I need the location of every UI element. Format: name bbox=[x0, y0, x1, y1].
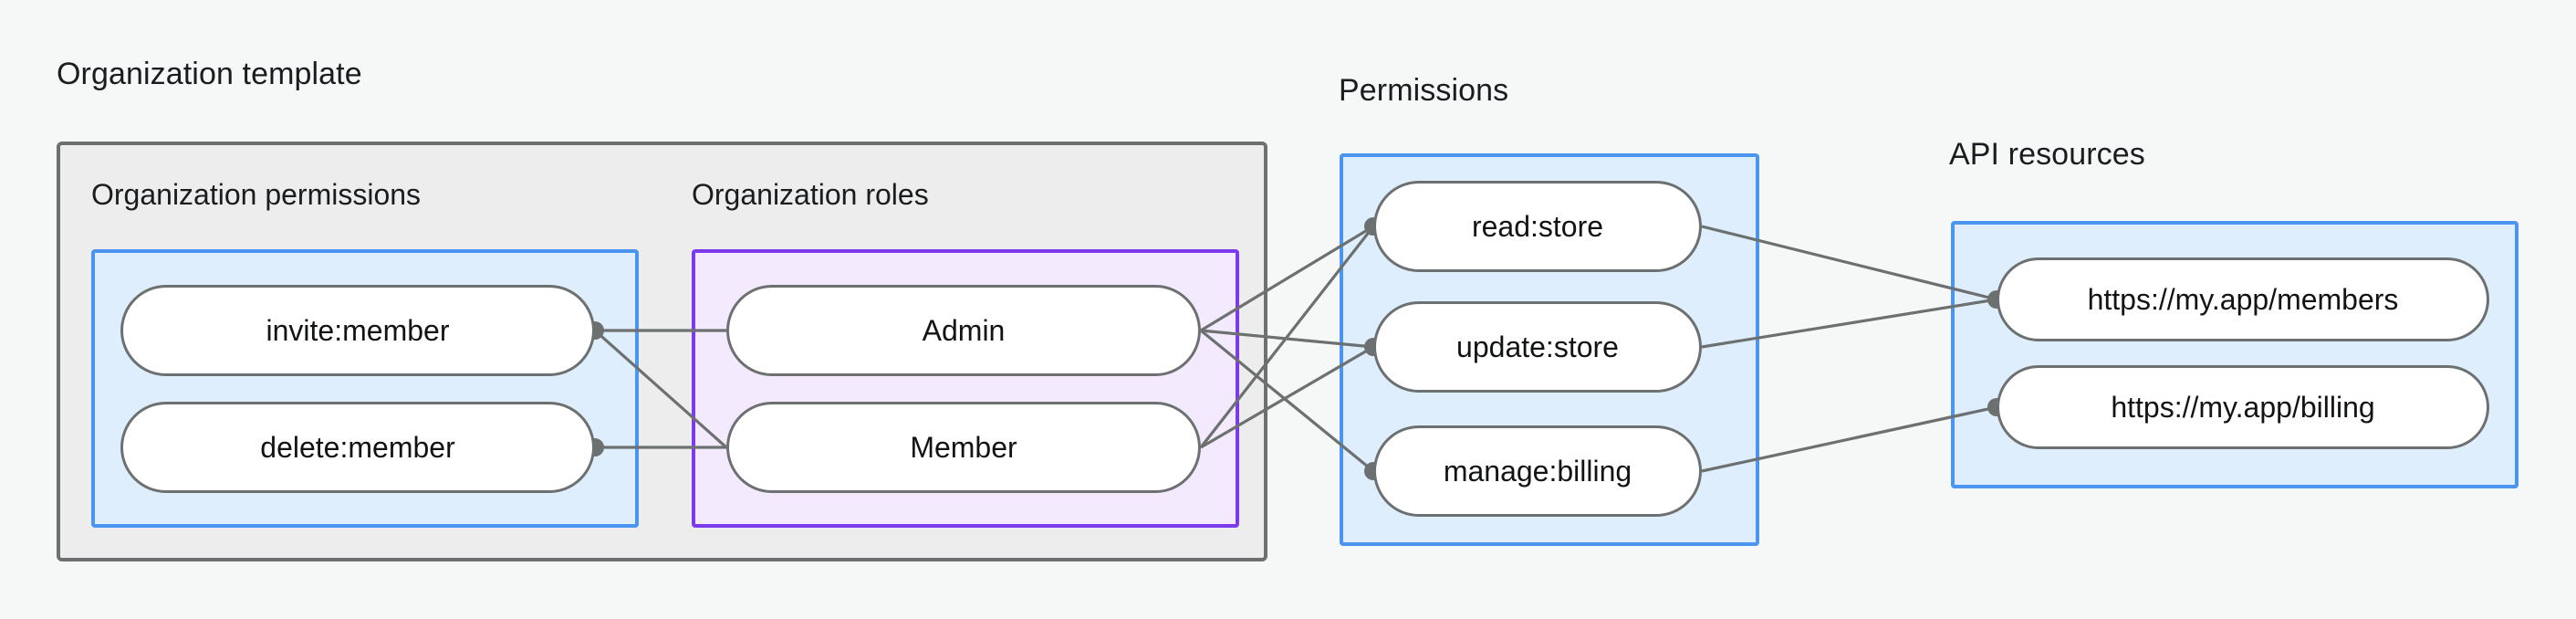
organization-roles-label: Organization roles bbox=[692, 178, 929, 211]
node-update-store[interactable]: update:store bbox=[1373, 301, 1702, 393]
organization-template-label: Organization template bbox=[57, 57, 362, 91]
organization-permissions-label: Organization permissions bbox=[91, 178, 422, 211]
node-api-resource-billing[interactable]: https://my.app/billing bbox=[1997, 365, 2489, 449]
node-manage-billing[interactable]: manage:billing bbox=[1373, 425, 1702, 517]
node-role-admin[interactable]: Admin bbox=[726, 285, 1201, 376]
api-resources-label: API resources bbox=[1949, 137, 2145, 172]
node-read-store[interactable]: read:store bbox=[1373, 181, 1702, 272]
node-delete-member[interactable]: delete:member bbox=[120, 402, 595, 493]
permissions-label: Permissions bbox=[1339, 73, 1509, 108]
node-api-resource-members[interactable]: https://my.app/members bbox=[1997, 257, 2489, 341]
node-invite-member[interactable]: invite:member bbox=[120, 285, 595, 376]
node-role-member[interactable]: Member bbox=[726, 402, 1201, 493]
